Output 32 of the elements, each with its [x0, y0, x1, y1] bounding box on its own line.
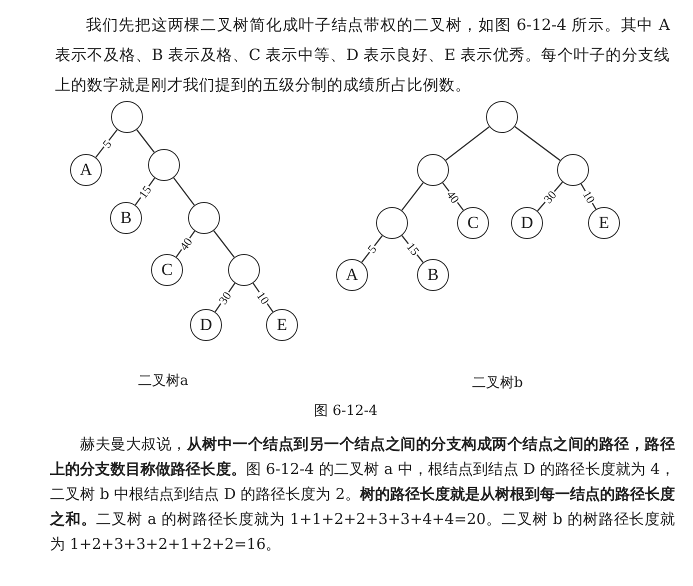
leaf-node-circle: C	[151, 254, 183, 286]
node-circle	[557, 154, 589, 186]
leaf-node-circle: B	[417, 259, 449, 291]
branch-line	[213, 230, 235, 258]
branch-line	[401, 235, 424, 263]
node-circle	[111, 101, 143, 133]
tree-caption: 二叉树a	[138, 372, 188, 390]
branch-line	[445, 126, 490, 161]
leaf-node-circle: D	[511, 207, 543, 239]
leaf-node-circle: D	[190, 309, 222, 341]
branch-line	[401, 182, 424, 211]
branch-line	[136, 129, 155, 153]
node-circle	[486, 101, 518, 133]
leaf-node-circle: E	[588, 207, 620, 239]
node-circle	[148, 149, 180, 181]
leaf-node-circle: C	[457, 207, 489, 239]
branch-line	[514, 126, 561, 161]
leaf-node-circle: A	[70, 154, 102, 186]
paragraph: 我们先把这两棵二叉树简化成叶子结点带权的二叉树，如图 6-12-4 所示。其中 A 表示不及格、B 表示及格、C 表示中等、D 表示良好、E 表示优秀。每个叶子的分支线上的数字就是刚才我们提到的五级分制的成绩所占比例数。	[55, 15, 670, 96]
branch-line	[252, 282, 274, 312]
node-circle	[188, 202, 220, 234]
branch-line	[173, 177, 195, 206]
tree-caption: 二叉树b	[472, 374, 523, 392]
node-circle	[376, 207, 408, 239]
node-circle	[417, 154, 449, 186]
branch-line	[95, 129, 118, 158]
paragraph: 赫夫曼大叔说，从树中一个结点到另一个结点之间的分支构成两个结点之间的路径，路径上的分支数目称做路径长度。图 6-12-4 的二叉树 a 中，根结点到结点 D 的路径长度就为 4，二叉树 b 中根结点到结点 D 的路径长度为 2。树的路径长度就是从树根到每一结点的路径长度之和。二叉树 a 的树路径长度就为 1+1+2+2+3+3+4+4=20。二叉树 b 的树路径长度就为 1+2+3+3+2+1+2+2=16。	[50, 434, 675, 555]
figure-caption: 图 6-12-4	[314, 402, 378, 420]
leaf-node-circle: B	[110, 202, 142, 234]
leaf-node-circle: A	[336, 259, 368, 291]
leaf-node-circle: E	[266, 309, 298, 341]
node-circle	[228, 254, 260, 286]
